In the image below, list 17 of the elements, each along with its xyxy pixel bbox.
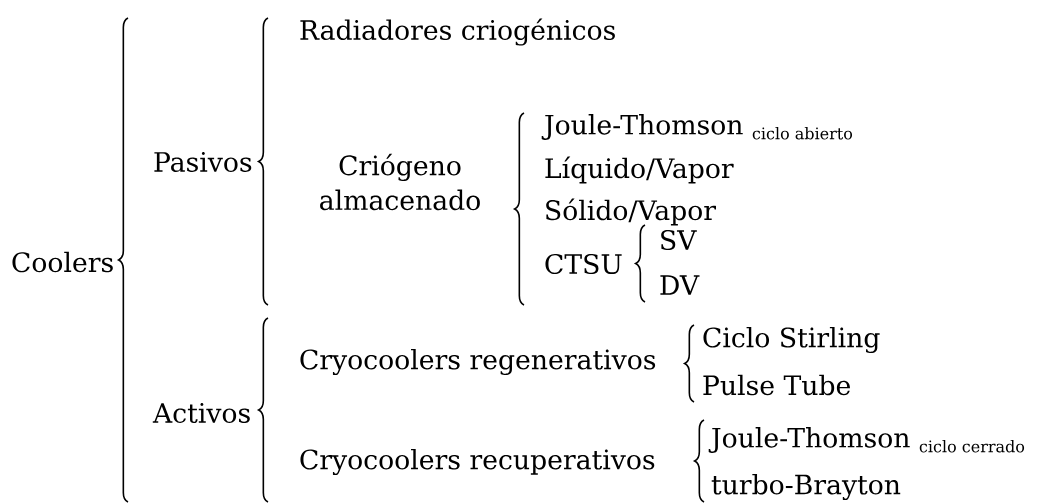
branch-label: Pasivos	[154, 152, 252, 172]
branch-label: Líquido/Vapor	[545, 156, 734, 184]
branch-label: Cryocoolers regenerativos	[300, 348, 656, 376]
branch-label: Joule-Thomson ciclo cerrado	[708, 427, 1025, 453]
branch-label: SV	[661, 229, 697, 251]
branch-label: Radiadores criogénicos	[300, 18, 615, 46]
branch-label: Sólido/Vapor	[546, 198, 716, 226]
branch-label: turbo-Brayton	[711, 473, 901, 501]
branch-label: Ciclo Stirling	[703, 326, 880, 354]
branch-label: Joule-Thomson ciclo abierto	[541, 114, 853, 140]
branch-label: CTSU	[545, 253, 622, 275]
branch-label: Cryocoolers recuperativos	[300, 448, 655, 476]
branch-label: Activos	[152, 403, 250, 423]
branch-label: Criógeno almacenado	[320, 153, 480, 211]
branch-label: DV	[660, 275, 700, 295]
branch-label: Pulse Tube	[703, 374, 850, 396]
branch-label: Coolers	[12, 251, 113, 273]
